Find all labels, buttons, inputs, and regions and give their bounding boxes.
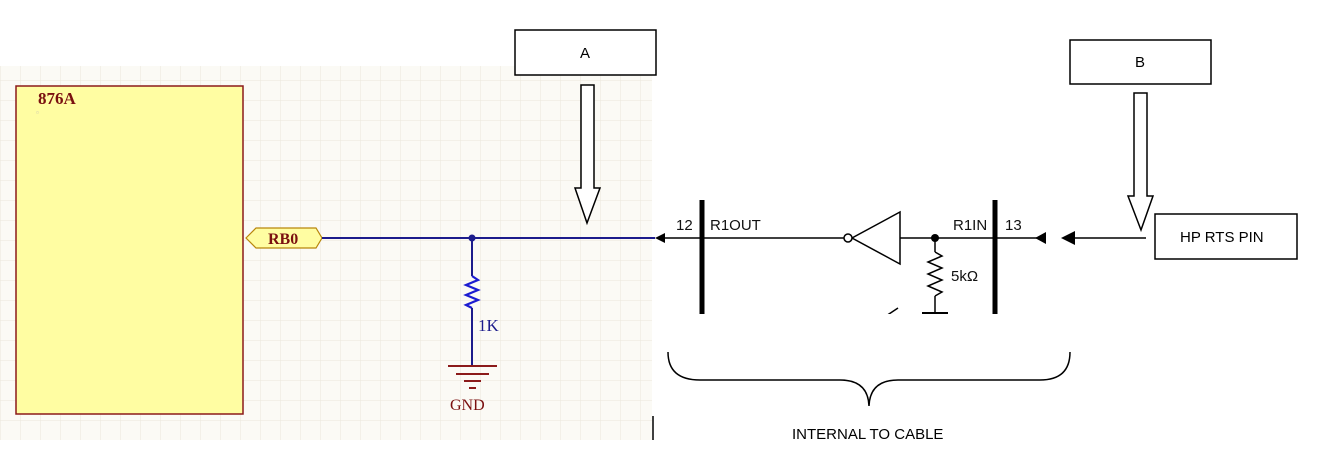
callout-b-box: [1069, 39, 1212, 85]
callout-b-label: B: [1135, 54, 1145, 71]
inverter-bubble: [843, 233, 853, 243]
r1out-pin-name: R1OUT: [710, 217, 761, 234]
r1in-pin-number: 13: [1005, 217, 1022, 234]
callout-b: B: [1069, 39, 1212, 233]
internal-brace: INTERNAL TO CABLE: [667, 351, 1071, 443]
callout-b-arrow: [1126, 92, 1155, 233]
callout-a-arrow: [573, 84, 602, 226]
r2in-pin-number: 8: [1008, 311, 1016, 328]
hp-rts-callout: HP RTS PIN: [1061, 213, 1298, 260]
brace-label: INTERNAL TO CABLE: [792, 426, 943, 443]
r2in-pin-name: R2IN: [955, 311, 989, 328]
callout-a: A: [514, 29, 657, 226]
r1out-pin-number: 12: [676, 217, 693, 234]
hp-rts-arrowhead: [1061, 231, 1075, 245]
schematic-panel: 876A ▫ RB0 1K GND: [0, 66, 655, 440]
resistor-value: 1K: [478, 316, 500, 335]
chip-pin-mark: ▫: [36, 108, 39, 117]
ground-label: GND: [450, 397, 485, 414]
r1out-arrow-tip: [655, 233, 665, 243]
hp-rts-label: HP RTS PIN: [1180, 229, 1264, 246]
chip-label: 876A: [38, 89, 77, 108]
chip-876a-body: [15, 85, 244, 415]
r1in-arrow-tip: [1035, 232, 1046, 244]
pulldown-resistor-5k: [926, 251, 944, 297]
ground-symbol: [448, 365, 497, 389]
receiver-inverter: [850, 210, 901, 266]
pulldown-value: 5kΩ: [951, 268, 978, 285]
resistor-1k[interactable]: [463, 275, 481, 309]
curly-brace: [667, 351, 1071, 407]
r2out-pin-number: 9: [683, 311, 691, 328]
callout-a-box: [514, 29, 657, 76]
r1in-pin-name: R1IN: [953, 217, 987, 234]
callout-a-label: A: [580, 45, 590, 62]
r2-inverter-edge: [887, 307, 899, 314]
rb0-port-label: RB0: [268, 231, 298, 248]
r2out-pin-name: R2OUT: [710, 311, 761, 328]
hp-rts-box: [1154, 213, 1298, 260]
datasheet-excerpt: 12 R1OUT 5kΩ R1IN 13 9 R2OUT R2IN 8: [655, 200, 1046, 328]
